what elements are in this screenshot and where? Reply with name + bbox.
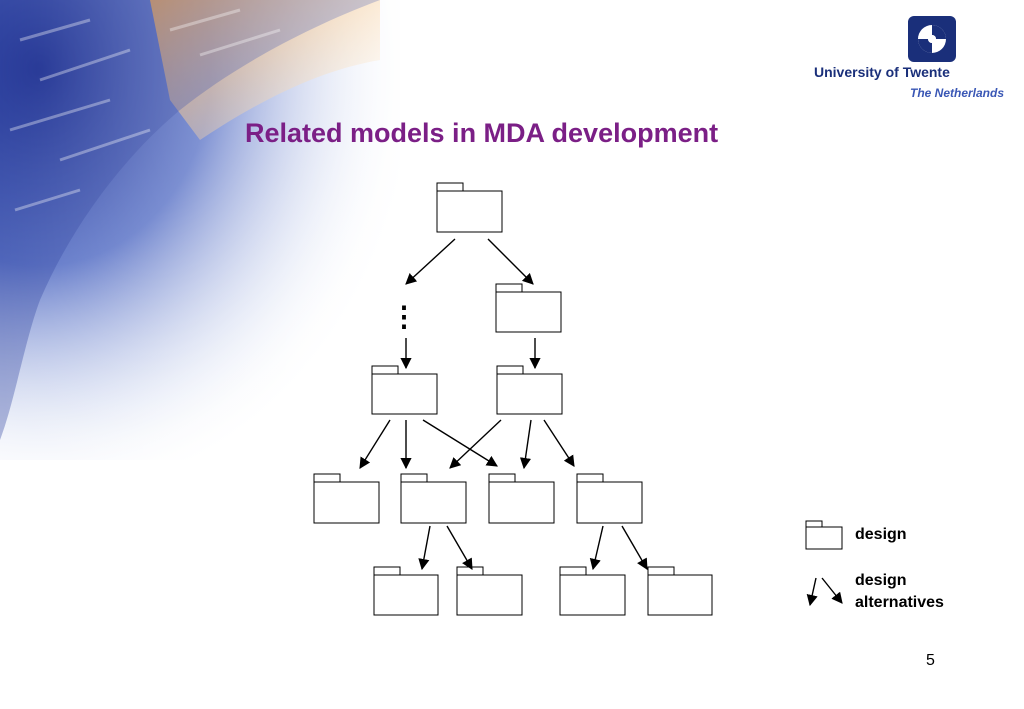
package-node-level4-a: [373, 566, 439, 616]
arrow-root-to-ellipsis: [405, 238, 456, 285]
slide-title: Related models in MDA development: [245, 118, 719, 148]
arrow-root-to-right-level1: [487, 238, 534, 285]
legend-alternatives-line2: alternatives: [855, 594, 944, 611]
page-number: 5: [926, 652, 935, 669]
university-name: University of Twente: [814, 64, 950, 80]
package-node-right-level1: [495, 283, 562, 333]
arrow-right-level2-to-level3-d: [543, 419, 575, 467]
package-node-root: [436, 182, 503, 233]
package-node-left-level2: [371, 365, 438, 415]
package-node-right-level2: [496, 365, 563, 415]
package-node-level4-c: [559, 566, 626, 616]
arrow-level3-b-to-level4-b: [446, 525, 473, 570]
package-node-level4-b: [456, 566, 523, 616]
package-node-level3-a: [313, 473, 380, 524]
arrow-level3-d-to-level4-c: [589, 525, 604, 571]
package-node-level3-b: [400, 473, 467, 524]
university-logo-icon: [908, 16, 956, 62]
arrow-right-level2-to-level3-b: [449, 419, 502, 469]
package-node-level3-c: [488, 473, 555, 524]
legend-design-label: design: [855, 526, 907, 543]
package-node-level3-d: [576, 473, 643, 524]
legend-alternatives-line1: design: [855, 572, 907, 589]
arrow-left-level2-to-level3-a: [359, 419, 391, 469]
arrow-right-level2-to-level3-c: [519, 419, 532, 470]
legend-package-icon: [805, 520, 843, 550]
legend-alternatives-label: design alternatives: [855, 570, 944, 614]
ellipsis-vertical: ⋮: [390, 301, 418, 332]
legend-arrow-right: [821, 577, 843, 604]
package-node-level4-d: [647, 566, 713, 616]
university-country: The Netherlands: [910, 86, 1005, 100]
arrow-level3-d-to-level4-d: [621, 525, 648, 570]
arrow-left-level2-to-level3-c: [422, 419, 498, 467]
legend-arrow-left: [806, 577, 818, 607]
header-decoration: [0, 0, 400, 460]
arrow-level3-b-to-level4-a: [418, 525, 431, 571]
